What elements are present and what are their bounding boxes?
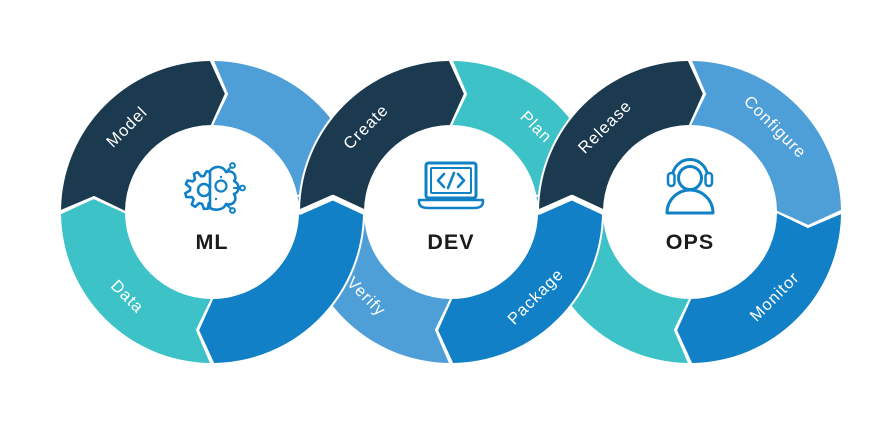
person-head (677, 165, 703, 191)
ml-center-label: ML (195, 230, 228, 254)
brain-dot (214, 197, 218, 201)
dev-center-label: DEV (427, 230, 474, 254)
ml-segment-model (59, 59, 227, 213)
gear-brain-icon (183, 162, 246, 214)
code-glyph (436, 171, 466, 190)
laptop-screen (424, 161, 478, 200)
brain-fold (214, 179, 228, 193)
dev-segment-create (298, 59, 466, 213)
ops-segment-monitor (675, 211, 843, 365)
ops-segment-release (537, 59, 705, 213)
ops-segment-configure (689, 59, 843, 227)
headset-earcup-right (704, 171, 714, 188)
ops-center-label: OPS (666, 230, 714, 254)
laptop-base (417, 198, 485, 210)
person-body (665, 188, 715, 215)
circuit-node (229, 207, 236, 214)
ml-segment-data (59, 197, 213, 365)
brain-dot (219, 175, 223, 179)
dev-segment-gap (297, 194, 367, 215)
headset-earcup-left (666, 171, 676, 188)
circuit-node (229, 162, 236, 169)
laptop-screen-inner (430, 167, 472, 194)
circuit-node (239, 184, 246, 192)
headset-band (671, 158, 709, 179)
gear-half (183, 169, 210, 211)
ops-segment-gap (536, 194, 606, 215)
dev-segment-package (436, 183, 604, 365)
laptop-code-icon (417, 161, 485, 210)
headset-person-icon (665, 158, 715, 215)
ml-segment-ml-bottom-right (197, 183, 365, 365)
